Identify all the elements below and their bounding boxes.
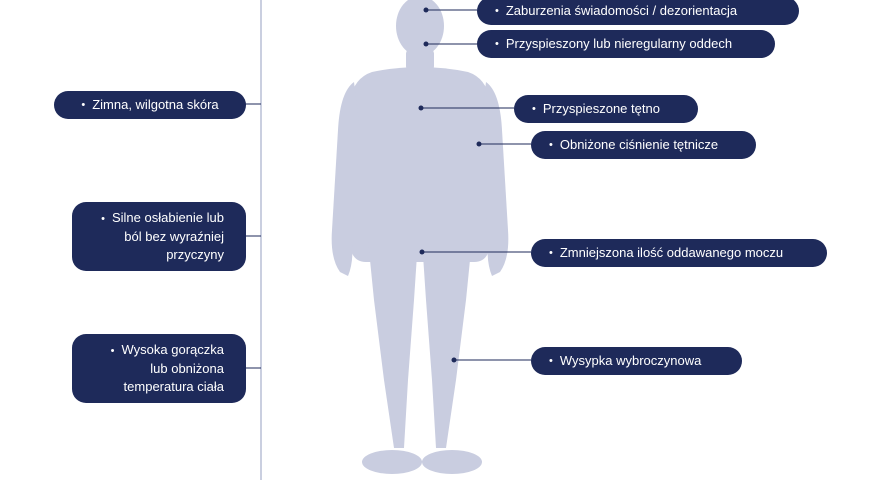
human-body-silhouette bbox=[331, 0, 509, 474]
label-text: Zimna, wilgotna skóra bbox=[92, 97, 219, 112]
label-text: Zmniejszona ilość oddawanego moczu bbox=[559, 245, 784, 260]
bullet-icon: • bbox=[549, 247, 553, 259]
bullet-icon: • bbox=[549, 355, 553, 367]
label-weakness: •Silne osłabienie lub ból bez wyraźniej … bbox=[72, 202, 246, 271]
label-text-line-1: •Wysoka gorączka bbox=[110, 342, 224, 357]
label-urine: • Zmniejszona ilość oddawanego moczu bbox=[531, 239, 827, 267]
dot-blood-pressure bbox=[476, 141, 482, 147]
label-text: Wysypka wybroczynowa bbox=[559, 353, 702, 368]
left-connectors bbox=[245, 103, 261, 369]
label-text: Przyspieszony lub nieregularny oddech bbox=[505, 36, 733, 51]
label-text-line-2: ból bez wyraźniej bbox=[124, 229, 224, 244]
label-text: Przyspieszone tętno bbox=[542, 101, 660, 116]
label-rash: • Wysypka wybroczynowa bbox=[531, 347, 742, 375]
label-text-line-1: •Silne osłabienie lub bbox=[101, 210, 224, 225]
label-text-line-3: temperatura ciała bbox=[123, 379, 224, 394]
bullet-icon: • bbox=[549, 139, 553, 151]
label-skin: • Zimna, wilgotna skóra bbox=[54, 91, 246, 119]
dot-consciousness bbox=[423, 7, 429, 13]
label-text-line-2: lub obniżona bbox=[150, 361, 224, 376]
bullet-icon: • bbox=[81, 99, 86, 111]
dot-pulse bbox=[418, 105, 424, 111]
label-text-line-3: przyczyny bbox=[166, 247, 224, 262]
label-pulse: • Przyspieszone tętno bbox=[514, 95, 698, 123]
bullet-icon: • bbox=[495, 5, 499, 17]
label-text: Zaburzenia świadomości / dezorientacja bbox=[505, 3, 738, 18]
right-connector-dots bbox=[418, 7, 482, 363]
label-blood-pressure: • Obniżone ciśnienie tętnicze bbox=[531, 131, 756, 159]
bullet-icon: • bbox=[101, 213, 105, 225]
bullet-icon: • bbox=[495, 38, 499, 50]
dot-urine bbox=[419, 249, 425, 255]
bullet-icon: • bbox=[532, 103, 536, 115]
label-consciousness: • Zaburzenia świadomości / dezorientacja bbox=[477, 0, 799, 25]
label-text: Obniżone ciśnienie tętnicze bbox=[559, 137, 719, 152]
dot-breathing bbox=[423, 41, 429, 47]
label-fever: •Wysoka gorączka lub obniżona temperatur… bbox=[72, 334, 246, 403]
label-breathing: • Przyspieszony lub nieregularny oddech bbox=[477, 30, 775, 58]
bullet-icon: • bbox=[110, 345, 115, 357]
dot-rash bbox=[451, 357, 457, 363]
right-connectors bbox=[421, 9, 531, 361]
